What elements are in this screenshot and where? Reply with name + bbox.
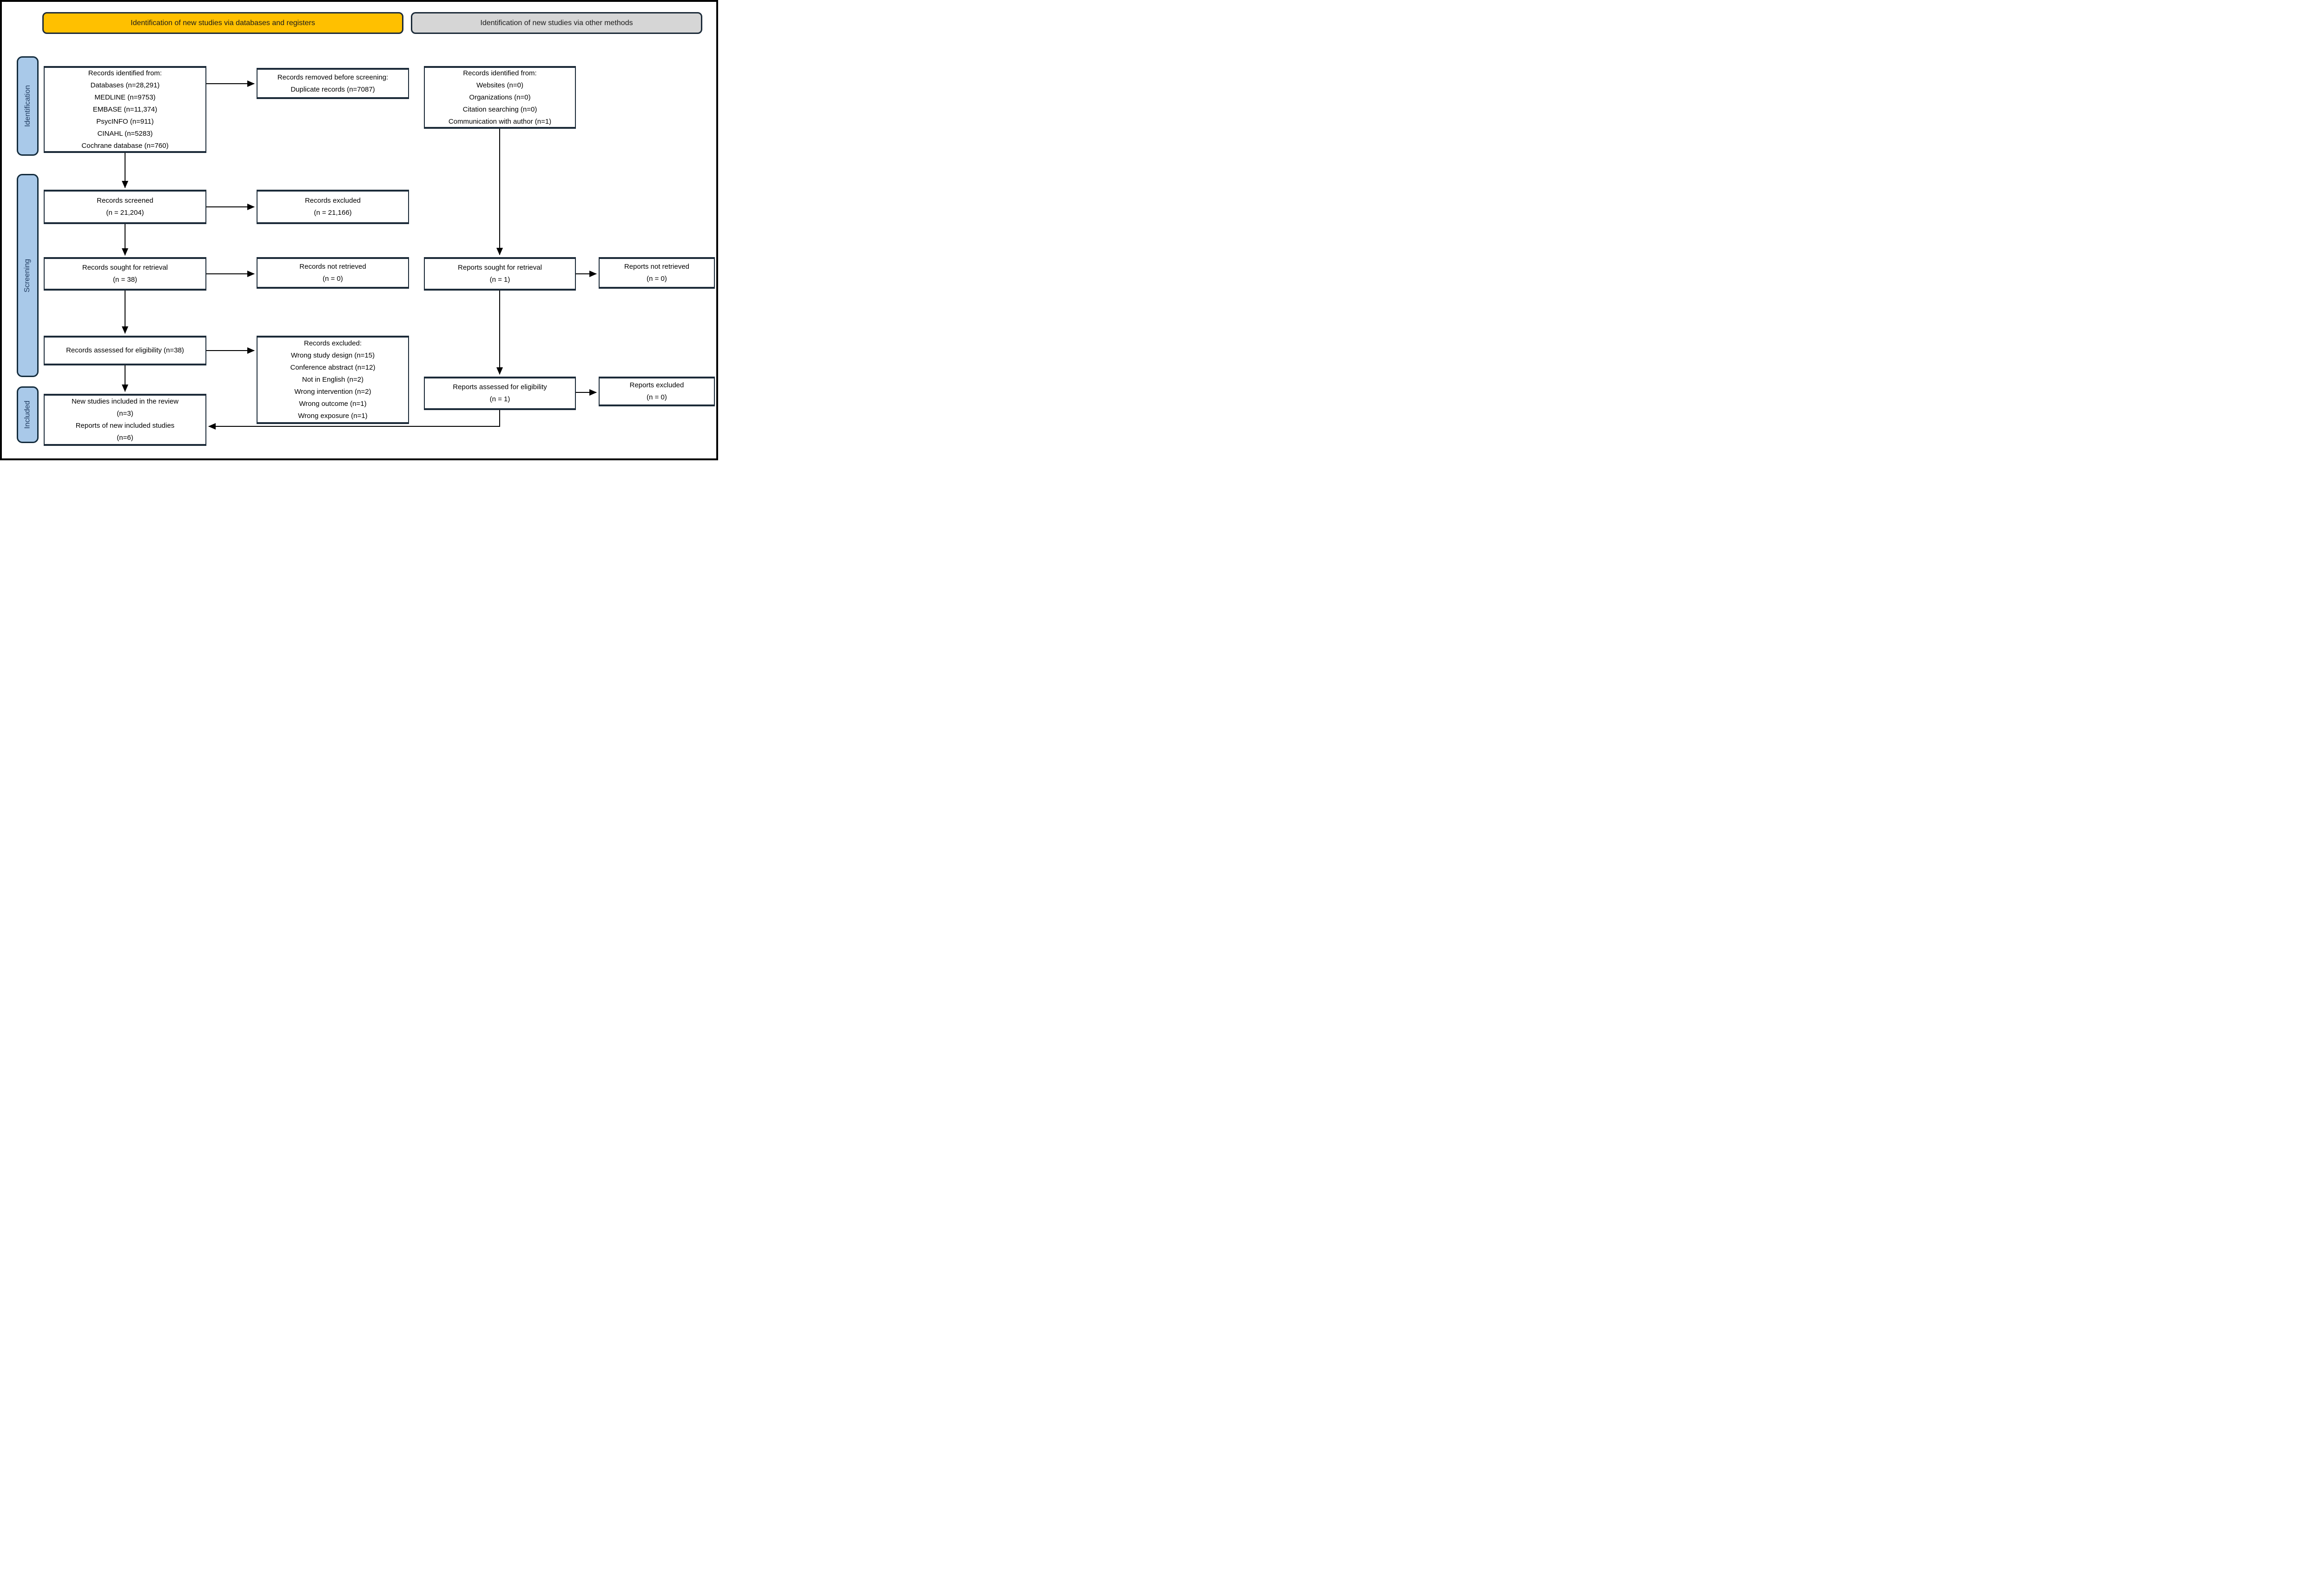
- header-other-methods: Identification of new studies via other …: [411, 12, 702, 34]
- box-line: PsycINFO (n=911): [96, 117, 154, 126]
- box-line: Not in English (n=2): [302, 376, 364, 384]
- box-line: Records identified from:: [88, 69, 162, 77]
- records-sought-box: Records sought for retrieval (n = 38): [44, 257, 206, 291]
- box-line: (n = 0): [647, 393, 667, 401]
- box-line: (n = 21,166): [314, 209, 352, 217]
- box-line: (n = 21,204): [106, 209, 144, 217]
- reports-excluded-box: Reports excluded (n = 0): [599, 377, 715, 406]
- sidebar-included: Included: [17, 386, 39, 443]
- box-line: Records screened: [97, 197, 153, 205]
- sidebar-included-label: Included: [23, 400, 32, 429]
- reports-sought-box: Reports sought for retrieval (n = 1): [424, 257, 576, 291]
- sidebar-identification: Identification: [17, 56, 39, 156]
- box-line: Wrong exposure (n=1): [298, 412, 368, 420]
- sidebar-screening-label: Screening: [23, 259, 32, 292]
- records-assessed-box: Records assessed for eligibility (n=38): [44, 336, 206, 365]
- box-line: Reports assessed for eligibility: [453, 383, 547, 391]
- box-line: Databases (n=28,291): [90, 81, 160, 89]
- box-line: Reports not retrieved: [624, 263, 690, 271]
- records-identified-databases-box: Records identified from: Databases (n=28…: [44, 66, 206, 153]
- reports-not-retrieved-box: Reports not retrieved (n = 0): [599, 257, 715, 289]
- box-line: Duplicate records (n=7087): [290, 85, 375, 93]
- box-line: Reports sought for retrieval: [458, 264, 542, 272]
- records-not-retrieved-box: Records not retrieved (n = 0): [257, 257, 409, 289]
- box-line: Communication with author (n=1): [448, 117, 552, 126]
- box-line: Reports excluded: [629, 381, 684, 389]
- records-identified-other-box: Records identified from: Websites (n=0) …: [424, 66, 576, 129]
- box-line: Wrong intervention (n=2): [294, 388, 371, 396]
- box-line: Records removed before screening:: [277, 73, 389, 81]
- records-screened-box: Records screened (n = 21,204): [44, 190, 206, 224]
- box-line: (n=3): [117, 410, 133, 418]
- box-line: Records excluded:: [304, 339, 362, 347]
- records-excluded-reasons-box: Records excluded: Wrong study design (n=…: [257, 336, 409, 424]
- box-line: (n = 38): [112, 276, 138, 284]
- box-line: Records excluded: [304, 197, 361, 205]
- box-line: Records sought for retrieval: [82, 264, 168, 272]
- box-line: Records assessed for eligibility (n=38): [66, 346, 184, 354]
- reports-assessed-box: Reports assessed for eligibility (n = 1): [424, 377, 576, 410]
- box-line: Cochrane database (n=760): [81, 141, 169, 150]
- box-line: (n = 1): [489, 395, 510, 403]
- box-line: (n = 0): [323, 275, 343, 283]
- box-line: MEDLINE (n=9753): [94, 93, 156, 101]
- prisma-flow-diagram: Identification of new studies via databa…: [0, 0, 718, 460]
- box-line: Conference abstract (n=12): [290, 364, 376, 371]
- box-line: Wrong outcome (n=1): [299, 400, 367, 408]
- new-studies-included-box: New studies included in the review (n=3)…: [44, 394, 206, 446]
- box-line: (n=6): [117, 434, 133, 442]
- box-line: Reports of new included studies: [75, 422, 175, 430]
- box-line: New studies included in the review: [71, 398, 179, 405]
- box-line: Wrong study design (n=15): [290, 351, 375, 359]
- box-line: Records not retrieved: [299, 263, 366, 271]
- header-other-methods-label: Identification of new studies via other …: [480, 19, 633, 27]
- sidebar-screening: Screening: [17, 174, 39, 377]
- records-excluded-box: Records excluded (n = 21,166): [257, 190, 409, 224]
- records-removed-box: Records removed before screening: Duplic…: [257, 68, 409, 99]
- box-line: EMBASE (n=11,374): [92, 105, 158, 113]
- box-line: Organizations (n=0): [469, 93, 531, 101]
- sidebar-identification-label: Identification: [23, 85, 32, 127]
- box-line: Records identified from:: [463, 69, 537, 77]
- box-line: CINAHL (n=5283): [97, 129, 153, 138]
- box-line: Websites (n=0): [476, 81, 523, 89]
- box-line: Citation searching (n=0): [462, 105, 537, 113]
- header-databases-registers: Identification of new studies via databa…: [42, 12, 403, 34]
- box-line: (n = 0): [647, 275, 667, 283]
- box-line: (n = 1): [489, 276, 510, 284]
- header-databases-label: Identification of new studies via databa…: [131, 19, 315, 27]
